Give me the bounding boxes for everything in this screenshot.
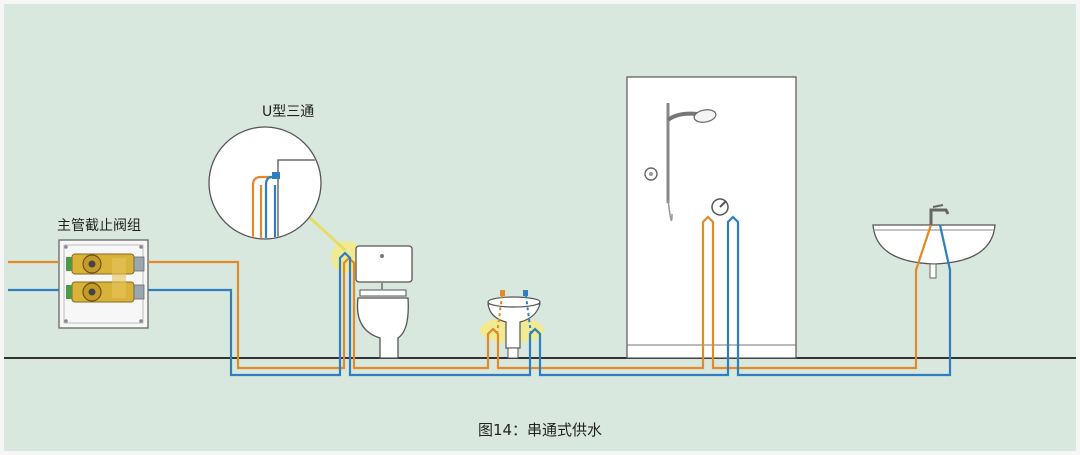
- hot-valve-handle-hub: [88, 260, 96, 268]
- washbasin: [872, 204, 996, 279]
- toilet: [355, 245, 413, 359]
- shower-mixer-lever: [719, 200, 727, 208]
- figure-caption: 图14：串通式供水: [477, 421, 603, 439]
- shower-enclosure: [626, 76, 797, 359]
- valve-box-screw: [139, 319, 143, 323]
- cold-valve-green-ring: [66, 285, 72, 299]
- detail-hot-pipe: [251, 175, 278, 238]
- valve-brass-link: [112, 258, 126, 298]
- hot-pipe-run: [148, 215, 933, 370]
- toilet-flush-button: [380, 254, 384, 258]
- shower-head-icon: [693, 109, 717, 123]
- cold-pipe-network: [8, 215, 952, 377]
- detail-cold-pipe: [264, 175, 273, 238]
- shower-hose: [667, 199, 673, 222]
- bidet-cold-tap-icon: [523, 290, 528, 296]
- toilet-tank: [355, 245, 413, 283]
- basin-faucet-lever: [932, 204, 944, 208]
- basin-drain: [929, 263, 937, 279]
- valve-box-inner: [63, 244, 144, 324]
- cold-valve-handle-hub: [88, 288, 96, 296]
- bidet: [487, 290, 541, 359]
- bidet-hot-tap-icon: [500, 290, 505, 296]
- shower-knob-center: [649, 172, 653, 176]
- bidet-base: [507, 347, 519, 359]
- basin-hot-supply: [915, 224, 932, 271]
- valve-box-screw: [64, 245, 68, 249]
- detail-u-tee: [272, 172, 280, 179]
- bidet-rim: [487, 296, 541, 308]
- hot-valve-outlet: [133, 256, 145, 272]
- valve-box-screw: [139, 245, 143, 249]
- main-valve-manifold: [58, 239, 149, 329]
- bidet-cold-supply: [525, 295, 532, 335]
- cold-valve-outlet: [133, 284, 145, 300]
- toilet-bowl: [356, 297, 409, 359]
- shower-panel: [626, 76, 797, 359]
- cold-pipe-run: [148, 215, 952, 377]
- toilet-seat: [359, 289, 407, 297]
- bidet-bowl: [487, 303, 541, 349]
- shower-arm: [666, 111, 699, 122]
- bidet-hot-supply: [496, 295, 503, 335]
- main-valve-label: 主管截止阀组: [57, 218, 141, 234]
- basin-faucet-icon: [929, 208, 950, 225]
- u-tee-label: U型三通: [262, 104, 315, 120]
- callout-pointer: [306, 214, 347, 252]
- hot-valve-green-ring: [66, 257, 72, 271]
- valve-box-screw: [64, 319, 68, 323]
- hot-pipe-network: [8, 215, 933, 370]
- basin-cold-supply: [939, 224, 951, 271]
